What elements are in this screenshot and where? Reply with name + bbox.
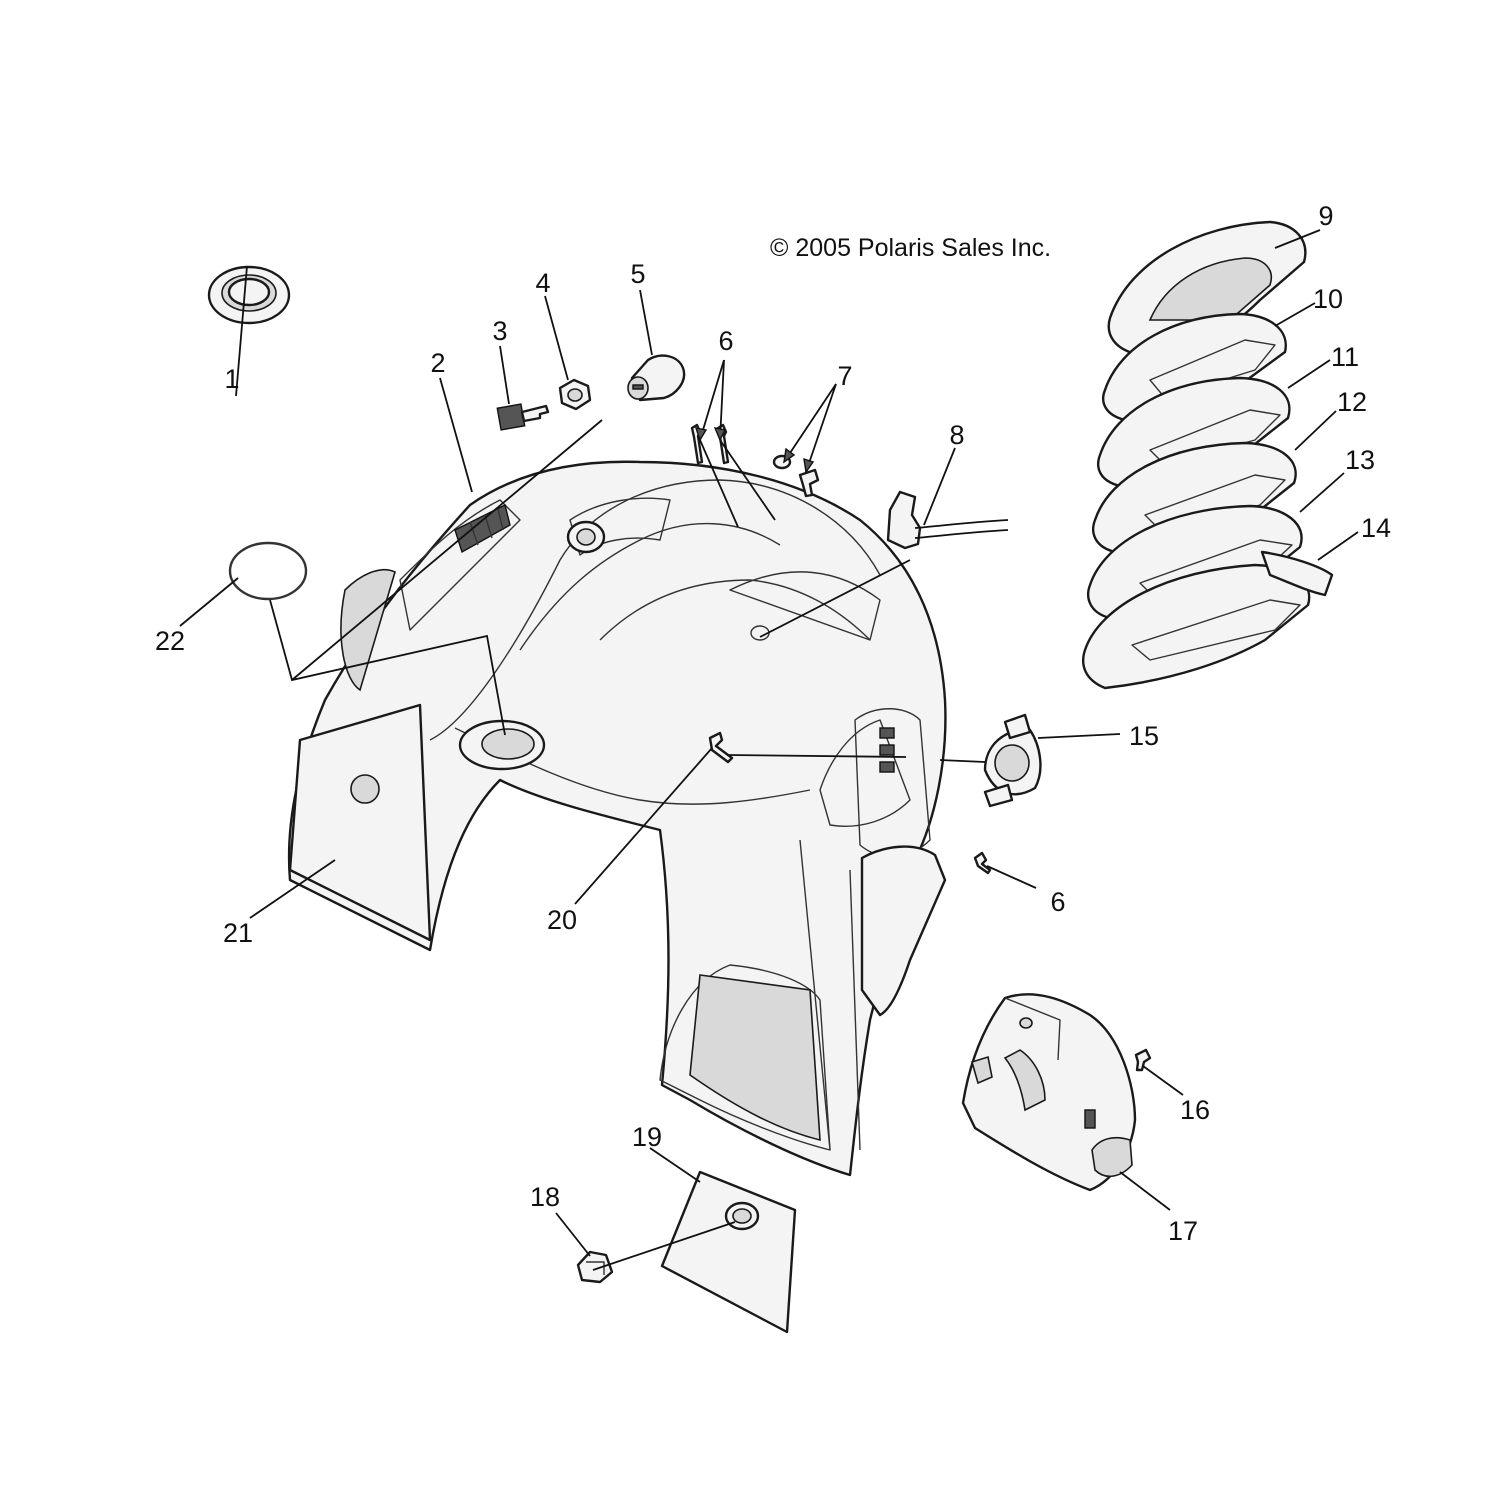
leader-lines [179, 229, 1359, 1271]
callout-21: 21 [223, 918, 253, 948]
callout-22: 22 [155, 626, 185, 656]
push-pin-part [708, 731, 734, 764]
callout-1: 1 [224, 364, 239, 394]
callout-16: 16 [1180, 1095, 1210, 1125]
callout-12: 12 [1337, 387, 1367, 417]
hood-part [287, 460, 947, 1177]
copyright-text: © 2005 Polaris Sales Inc. [770, 234, 1051, 262]
callout-18: 18 [530, 1182, 560, 1212]
plug-part [576, 1250, 614, 1284]
gasket-14 [1082, 563, 1311, 690]
callout-3: 3 [492, 316, 507, 346]
callout-19: 19 [632, 1122, 662, 1152]
callout-11: 11 [1331, 342, 1359, 372]
callout-8: 8 [949, 420, 964, 450]
callout-10: 10 [1313, 284, 1343, 314]
cover-panel-part [660, 1170, 797, 1334]
callout-7: 7 [837, 361, 852, 391]
callout-13: 13 [1345, 445, 1375, 475]
ignition-switch-part [627, 354, 686, 402]
callout-2: 2 [430, 348, 445, 378]
callout-5: 5 [630, 259, 645, 289]
callout-6-top: 6 [718, 326, 733, 356]
housing-part [961, 993, 1137, 1192]
callout-14: 14 [1361, 513, 1391, 543]
callout-4: 4 [535, 268, 550, 298]
cable-switch-part [886, 490, 1009, 550]
callout-9: 9 [1318, 201, 1333, 231]
callout-labels: 1 2 3 4 5 6 7 8 9 10 11 12 13 14 15 6 16… [155, 201, 1391, 1246]
callout-17: 17 [1168, 1216, 1198, 1246]
rivets-part [772, 454, 820, 498]
callout-20: 20 [547, 905, 577, 935]
nut-part [558, 378, 592, 411]
gasket-stack [1082, 220, 1334, 690]
ring-part [207, 265, 291, 325]
key-part [496, 403, 550, 431]
bracket-part [983, 713, 1042, 808]
o-ring-part [228, 541, 308, 601]
callout-15: 15 [1129, 721, 1159, 751]
callout-6-bottom: 6 [1050, 887, 1065, 917]
